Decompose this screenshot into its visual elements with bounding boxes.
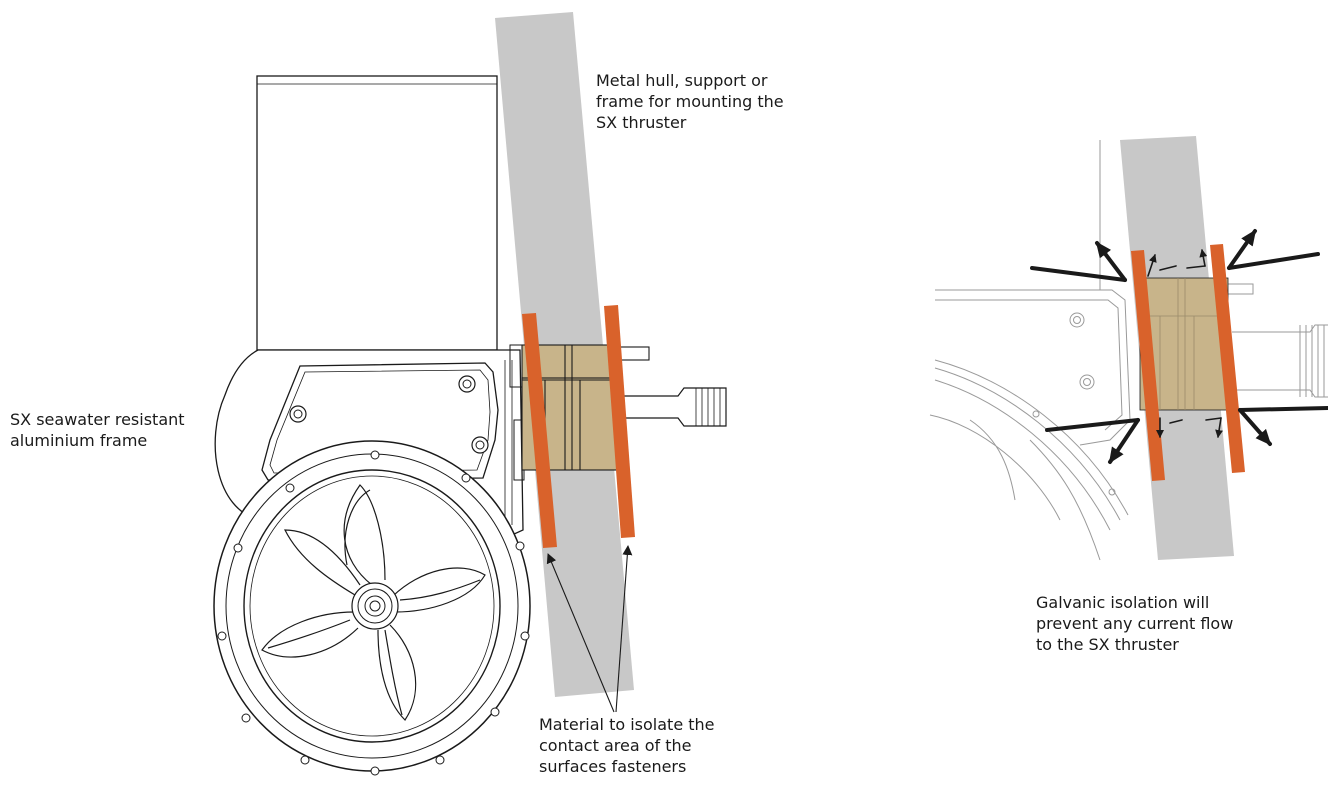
- current-arrows: [1030, 229, 1328, 464]
- isolation-material-label: Material to isolate the contact area of …: [539, 715, 715, 776]
- galvanic-isolation-label: Galvanic isolation will prevent any curr…: [1036, 593, 1234, 654]
- frame-bolts: [289, 375, 489, 454]
- propeller: [261, 484, 486, 721]
- frame-label: SX seawater resistant aluminium frame: [10, 410, 185, 450]
- pointer-lines-left: [546, 545, 633, 713]
- hull-label: Metal hull, support or frame for mountin…: [596, 71, 784, 132]
- motor-housing: [256, 75, 498, 351]
- detail-view: [929, 136, 1328, 561]
- isolation-material-left: [522, 305, 635, 548]
- water-outlet: [619, 387, 727, 427]
